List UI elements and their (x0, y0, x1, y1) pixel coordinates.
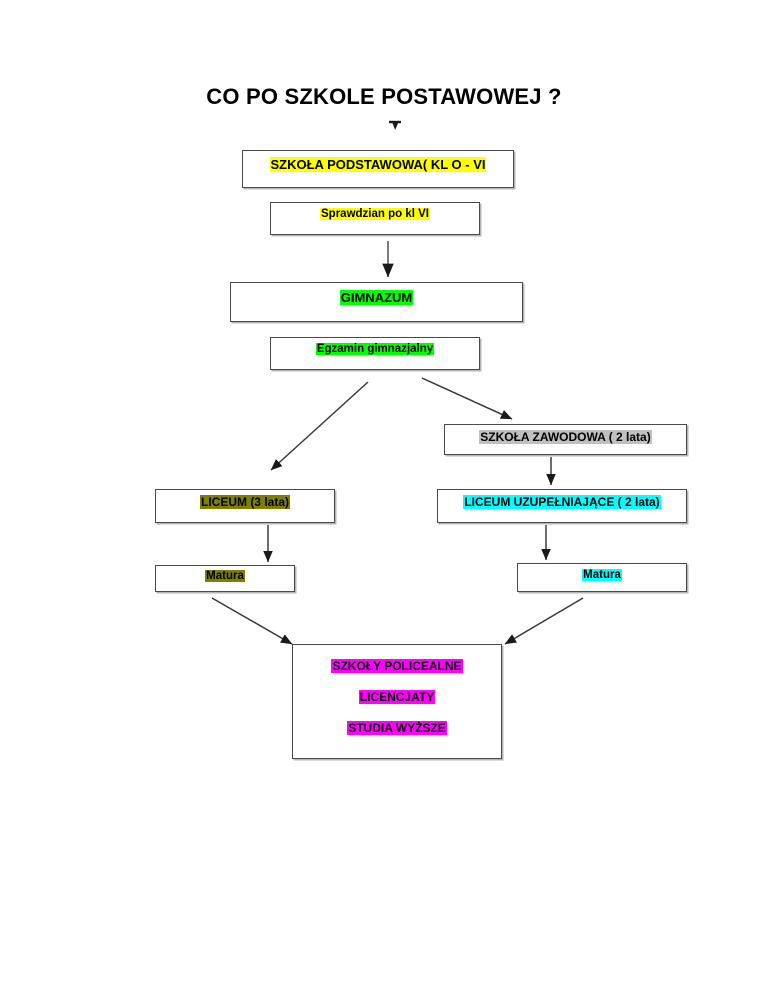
node-matura-left-label: Matura (156, 570, 294, 582)
highlight-yellow: Sprawdzian po kl VI (320, 208, 430, 220)
node-higher-education[interactable]: SZKOŁY POLICEALNE LICENCJATY STUDIA WYŻS… (292, 644, 502, 759)
highlight-cyan: Matura (582, 569, 622, 581)
highlight-green: GIMNAZUM (339, 290, 414, 305)
edge-matura-right-to-higher (504, 597, 584, 645)
node-matura-right-label: Matura (518, 569, 686, 581)
edge-exam-to-liceum3 (270, 381, 369, 471)
node-gymnasium-exam[interactable]: Egzamin gimnazjalny (270, 337, 480, 370)
node-matura-right[interactable]: Matura (517, 563, 687, 592)
node-gymnasium-label: GIMNAZUM (231, 290, 522, 305)
highlight-magenta: SZKOŁY POLICEALNE (331, 659, 463, 673)
highlight-green: Egzamin gimnazjalny (315, 343, 435, 355)
highlight-magenta: STUDIA WYŻSZE (347, 721, 447, 735)
node-higher-line3: STUDIA WYŻSZE (293, 721, 501, 735)
highlight-cyan: LICEUM UZUPEŁNIAJĄCE ( 2 lata) (463, 495, 661, 509)
edge-matura-left-to-higher (211, 597, 293, 645)
highlight-magenta: LICENCJATY (358, 690, 436, 704)
node-liceum-3-lata-label: LICEUM (3 lata) (156, 495, 334, 509)
node-primary-test[interactable]: Sprawdzian po kl VI (270, 202, 480, 235)
highlight-olive: LICEUM (3 lata) (199, 495, 290, 509)
node-gymnasium[interactable]: GIMNAZUM (230, 282, 523, 322)
node-higher-line1: SZKOŁY POLICEALNE (293, 659, 501, 673)
highlight-gray: SZKOŁA ZAWODOWA ( 2 lata) (479, 430, 652, 444)
node-primary-school-label: SZKOŁA PODSTAWOWA( KL O - VI (243, 157, 513, 172)
node-matura-left[interactable]: Matura (155, 565, 295, 592)
edge-title-to-primary (389, 120, 401, 130)
highlight-yellow: SZKOŁA PODSTAWOWA( KL O - VI (269, 157, 487, 172)
node-liceum-uzupelniajace-label: LICEUM UZUPEŁNIAJĄCE ( 2 lata) (438, 495, 686, 509)
node-primary-test-label: Sprawdzian po kl VI (271, 208, 479, 220)
node-primary-school[interactable]: SZKOŁA PODSTAWOWA( KL O - VI (242, 150, 514, 188)
node-liceum-uzupelniajace[interactable]: LICEUM UZUPEŁNIAJĄCE ( 2 lata) (437, 489, 687, 523)
node-higher-line2: LICENCJATY (293, 690, 501, 704)
node-liceum-3-lata[interactable]: LICEUM (3 lata) (155, 489, 335, 523)
node-gymnasium-exam-label: Egzamin gimnazjalny (271, 343, 479, 355)
node-vocational-school[interactable]: SZKOŁA ZAWODOWA ( 2 lata) (444, 424, 687, 455)
edge-exam-to-vocational (421, 377, 513, 420)
page-title: CO PO SZKOLE POSTAWOWEJ ? (206, 84, 562, 109)
node-vocational-school-label: SZKOŁA ZAWODOWA ( 2 lata) (445, 430, 686, 444)
highlight-olive: Matura (205, 570, 245, 582)
